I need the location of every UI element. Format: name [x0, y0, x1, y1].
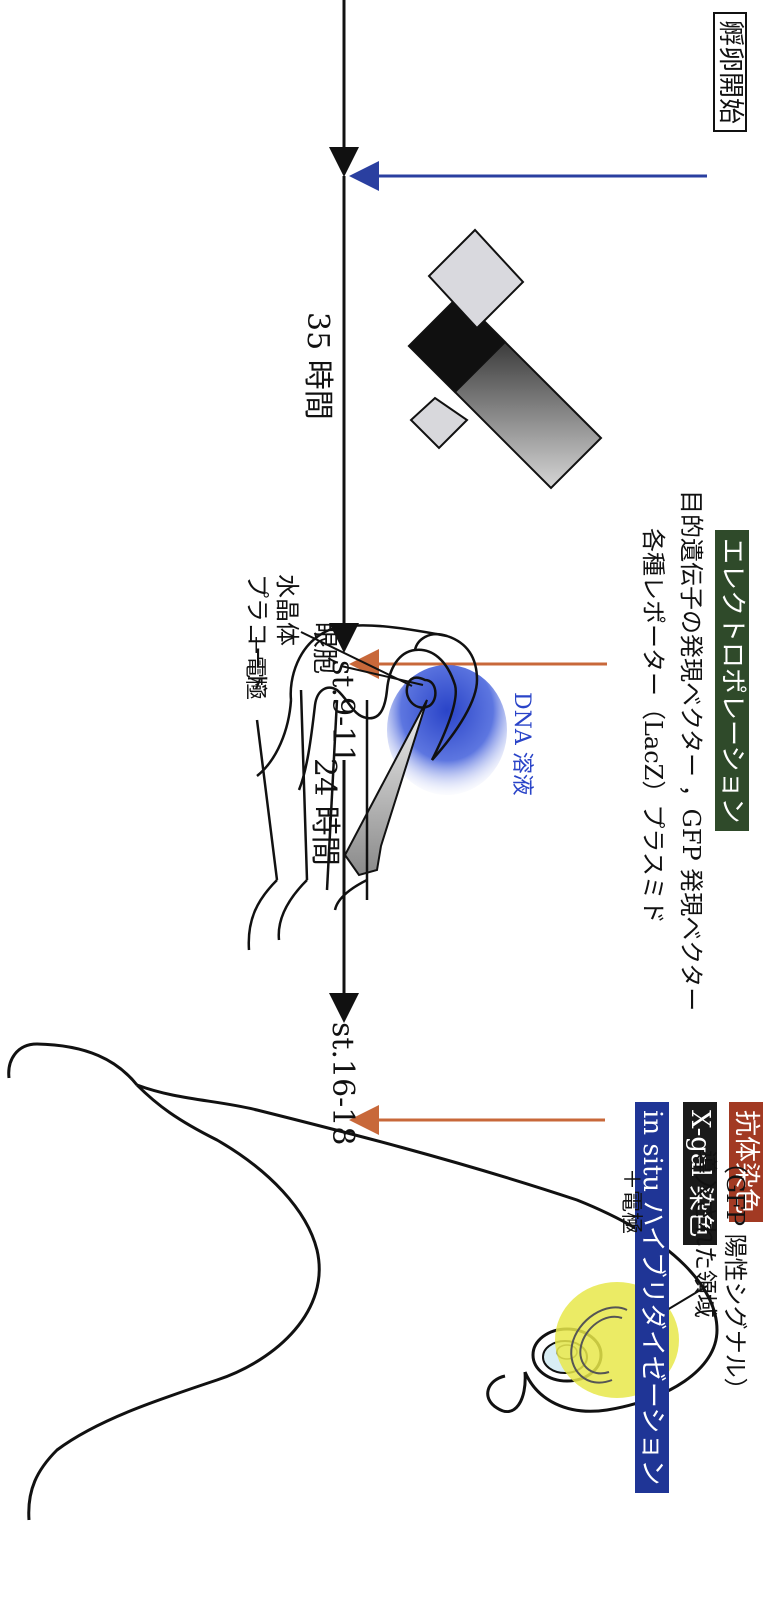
gfp-region-label-2: （GFP 陽性シグナル）	[723, 1150, 747, 1402]
embryo-st16-illustration	[9, 1044, 717, 1565]
electroporation-line-2: 各種レポーター（LacZ）プラスミド	[641, 528, 665, 924]
stage-16-18-label: st.16-18	[327, 1022, 357, 1145]
optic-vesicle-label: 眼胞	[311, 622, 337, 674]
in-situ-hybridization-label: in situ ハイブリダイゼーション	[635, 1102, 669, 1493]
interval-35h-label: 35 時間	[302, 312, 332, 420]
interval-24h-label: 24 時間	[309, 758, 339, 866]
lens-placode-label-2: プラコード	[245, 574, 269, 694]
plus-electrode-label: ＋電極	[619, 1168, 641, 1234]
lens-placode-label-1: 水晶体	[275, 574, 299, 646]
plus-electrode	[409, 214, 601, 540]
dna-solution-label: DNA 溶液	[510, 692, 532, 796]
incubation-start-label: 孵卵開始	[713, 12, 747, 132]
stage-9-11-label: st.9-11	[327, 660, 357, 764]
electroporation-line-1: 目的遺伝子の発現ベクター ，GFP 発現ベクター	[679, 490, 703, 1011]
gfp-region-label-1: 導入された領域	[693, 1150, 717, 1318]
electroporation-title: エレクトロポレーション	[715, 530, 749, 831]
